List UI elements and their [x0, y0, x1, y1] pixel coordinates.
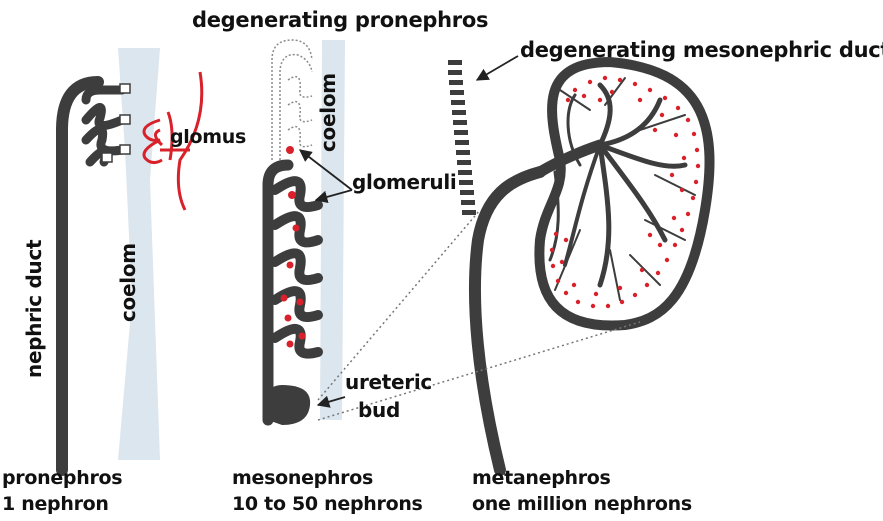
pronephros-name: pronephros: [2, 466, 122, 492]
glomerulus-dot: [680, 228, 684, 232]
glomerulus-dot: [686, 118, 690, 122]
glomerulus-dot: [572, 283, 576, 287]
glomerulus-dot: [633, 82, 637, 86]
mesonephric-tubules: [275, 181, 318, 354]
glomerulus-dot: [564, 238, 568, 242]
glomerulus-dot: [573, 88, 577, 92]
kidney-outline: [539, 62, 709, 326]
glomerulus-dot: [676, 106, 680, 110]
nephric-duct-tube: [62, 82, 98, 470]
glomerulus-dot: [582, 94, 586, 98]
coelom-left-label: coelom: [118, 243, 138, 322]
glomerulus-dot: [638, 98, 642, 102]
glomerulus-dot: [665, 258, 669, 262]
glomerulus-dot: [618, 78, 622, 82]
glomerulus-dot: [610, 90, 614, 94]
degenerating-pronephros-label: degenerating pronephros: [192, 10, 488, 31]
glomerulus-dot: [680, 188, 684, 192]
glomerulus-dot: [576, 300, 580, 304]
glomerulus-dot: [694, 180, 698, 184]
ureteric-label: ureteric: [345, 372, 432, 392]
glomerulus-dot: [673, 243, 677, 247]
glomerulus-dot: [645, 283, 649, 287]
glomerulus-dot: [640, 268, 644, 272]
coelom-middle-label: coelom: [318, 73, 338, 152]
pronephric-tubules: [86, 90, 122, 162]
glomeruli-label: glomeruli: [352, 172, 456, 192]
glomerulus-dot: [633, 293, 637, 297]
glomerulus-dot: [658, 243, 662, 247]
nephric-duct-label: nephric duct: [24, 240, 44, 378]
glomerulus-dot: [656, 271, 660, 275]
glomerulus-dot: [648, 233, 652, 237]
glomerulus-dot: [564, 291, 568, 295]
glomerulus-dot: [696, 164, 700, 168]
glomerulus-dot: [620, 300, 624, 304]
metanephros-count: one million nephrons: [472, 492, 692, 518]
glomerulus-dot: [591, 304, 595, 308]
glomerulus-dot: [554, 232, 558, 236]
glomerulus-dot: [660, 113, 664, 117]
glomerulus-dot: [606, 304, 610, 308]
degenerating-mesonephric-duct-label: degenerating mesonephric duct: [520, 40, 883, 61]
degenerating-pronephros-outline: [272, 40, 312, 160]
glomerulus-dot: [672, 216, 676, 220]
glomerulus-dot: [550, 248, 554, 252]
glomerulus-dot: [551, 264, 555, 268]
glomerulus-dot: [674, 133, 678, 137]
mesonephros-count: 10 to 50 nephrons: [232, 492, 423, 518]
glomerulus-dot: [598, 98, 602, 102]
glomerulus-dot: [588, 80, 592, 84]
glomerulus-dot: [594, 292, 598, 296]
glomerulus-dot: [653, 128, 657, 132]
glomus-label: glomus: [170, 128, 246, 147]
glomerulus-dot: [691, 196, 695, 200]
glomerulus-dot: [670, 173, 674, 177]
glomerulus-dot: [560, 260, 564, 264]
metanephros-name: metanephros: [472, 466, 692, 492]
glomerulus-dot: [686, 212, 690, 216]
metanephros-caption: metanephros one million nephrons: [472, 466, 692, 517]
glomerulus-dot: [663, 96, 667, 100]
ureteric-bud-shape: [268, 385, 310, 425]
glomerulus-dot: [648, 88, 652, 92]
mesonephros-name: mesonephros: [232, 466, 423, 492]
glomerulus-dot: [603, 76, 607, 80]
ureter: [475, 172, 540, 470]
glomerulus-dot: [556, 279, 560, 283]
glomerulus-dot: [618, 286, 622, 290]
glomerulus-dot: [566, 98, 570, 102]
glomerulus-dot: [695, 148, 699, 152]
glomerulus-dot: [682, 156, 686, 160]
glomerulus-dot: [692, 132, 696, 136]
pronephros-caption: pronephros 1 nephron: [2, 466, 122, 517]
bud-label: bud: [358, 400, 400, 420]
pronephros-count: 1 nephron: [2, 492, 122, 518]
mesonephros-caption: mesonephros 10 to 50 nephrons: [232, 466, 423, 517]
